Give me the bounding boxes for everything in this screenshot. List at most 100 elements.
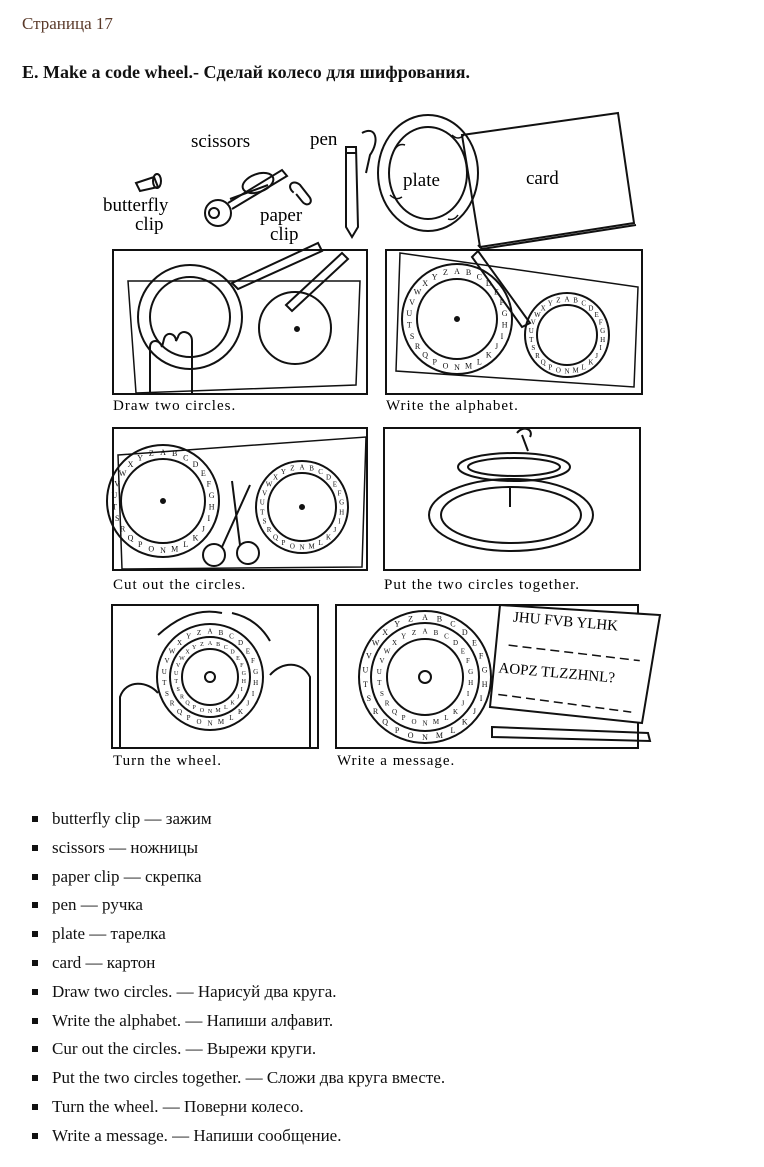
ring-letter: W — [169, 647, 176, 655]
ring-letter: F — [240, 663, 244, 669]
ring-letter: F — [479, 652, 484, 661]
ring-letter: Z — [412, 629, 416, 637]
vocab-item: paper clip — скрепка — [30, 863, 730, 892]
ring-letter: O — [411, 718, 416, 726]
ring-letter: S — [380, 690, 384, 698]
label-paper-clip: clip — [270, 224, 299, 245]
ring-letter: T — [377, 679, 382, 687]
ring-letter: P — [402, 714, 406, 722]
ring-letter: Q — [185, 701, 190, 707]
ring-letter: W — [119, 469, 127, 478]
ring-letter: W — [266, 481, 273, 489]
ring-letter: J — [595, 352, 598, 360]
ring-letter: W — [534, 311, 541, 319]
ring-letter: T — [162, 679, 167, 687]
ring-letter: D — [230, 650, 235, 656]
ring-letter: F — [337, 489, 341, 497]
ring-letter: H — [339, 508, 344, 516]
panel-draw-circles — [112, 241, 368, 395]
ring-letter: I — [501, 332, 504, 341]
ring-letter: L — [229, 714, 233, 722]
ring-letter: A — [422, 613, 428, 622]
label-plate: plate — [403, 170, 440, 191]
ring-letter: A — [422, 628, 427, 636]
vocab-item: card — картон — [30, 949, 730, 978]
ring-letter: R — [180, 694, 184, 700]
ring-letter: N — [207, 720, 212, 728]
label-butterfly: butterfly — [103, 195, 169, 216]
ring-letter: L — [318, 539, 322, 547]
ring-letter: K — [193, 534, 199, 543]
label-scissors: scissors — [191, 131, 250, 152]
ring-letter: B — [434, 629, 439, 637]
ring-letter: S — [165, 690, 169, 698]
ring-letter: Y — [192, 645, 197, 651]
panel-write-message — [335, 603, 662, 749]
ring-letter: E — [333, 481, 337, 489]
ring-letter: X — [177, 639, 182, 647]
ring-letter: N — [564, 367, 569, 375]
vocab-item: Write a message. — Напиши сообщение. — [30, 1122, 730, 1151]
vocab-item: scissors — ножницы — [30, 834, 730, 863]
ring-letter: C — [229, 633, 234, 641]
ring-letter: M — [171, 544, 178, 553]
ring-letter: C — [450, 620, 455, 629]
ring-letter: C — [444, 633, 449, 641]
ring-letter: X — [273, 474, 278, 482]
ring-letter: M — [215, 708, 221, 714]
label-card: card — [526, 168, 559, 189]
ring-letter: O — [408, 731, 414, 740]
vocab-item: Turn the wheel. — Поверни колесо. — [30, 1093, 730, 1122]
ring-letter: P — [138, 540, 143, 549]
vocab-item: Cur out the circles. — Вырежи круги. — [30, 1035, 730, 1064]
ring-letter: K — [230, 701, 235, 707]
ring-letter: N — [208, 709, 213, 715]
vocabulary-list: butterfly clip — зажим scissors — ножниц… — [30, 805, 730, 1151]
ring-letter: E — [472, 639, 477, 648]
ring-letter: G — [600, 327, 605, 335]
ring-letter: G — [468, 668, 473, 676]
ring-letter: B — [466, 268, 471, 277]
ring-letter: G — [209, 491, 215, 500]
ring-letter: W — [414, 288, 422, 297]
ring-letter: Q — [422, 351, 428, 360]
plate-drawing — [377, 114, 479, 232]
ring-letter: V — [176, 663, 181, 669]
ring-letter: M — [572, 366, 579, 374]
ring-letter: Z — [556, 297, 560, 305]
vocab-item: Put the two circles together. — Сложи дв… — [30, 1064, 730, 1093]
vocab-item: Write the alphabet. — Напиши алфавит. — [30, 1007, 730, 1036]
paper-clip-drawing — [289, 181, 312, 206]
ring-letter: F — [599, 319, 603, 327]
ring-letter: S — [531, 344, 535, 352]
ring-letter: N — [454, 363, 460, 372]
ring-letter: U — [363, 666, 369, 675]
ring-letter: D — [326, 474, 331, 482]
caption-put-together: Put the two circles together. — [384, 577, 580, 593]
ring-letter: M — [308, 542, 315, 550]
ring-letter: V — [164, 657, 169, 665]
vocab-item: butterfly clip — зажим — [30, 805, 730, 834]
ring-letter: C — [581, 300, 586, 308]
caption-write-alphabet: Write the alphabet. — [386, 398, 519, 414]
ring-letter: E — [246, 647, 250, 655]
ring-letter: W — [372, 639, 380, 648]
ring-letter: G — [482, 666, 488, 675]
ring-letter: U — [174, 671, 179, 677]
ring-letter: F — [207, 479, 212, 488]
ring-letter: A — [454, 267, 460, 276]
ring-letter: V — [262, 489, 267, 497]
ring-letter: Z — [149, 449, 154, 458]
ring-letter: H — [482, 680, 488, 689]
ring-letter: X — [541, 305, 546, 313]
ring-letter: W — [384, 647, 391, 655]
ring-letter: S — [115, 514, 119, 523]
ring-letter: K — [588, 358, 593, 366]
ring-letter: B — [172, 449, 177, 458]
ring-letter: A — [207, 628, 212, 636]
ring-letter: M — [436, 731, 443, 740]
code-wheel-illustration: scissors pen butterfly clip paper clip p… — [103, 111, 662, 769]
ring-letter: L — [224, 705, 228, 711]
ring-letter: N — [299, 543, 304, 551]
ring-letter: C — [224, 645, 228, 651]
